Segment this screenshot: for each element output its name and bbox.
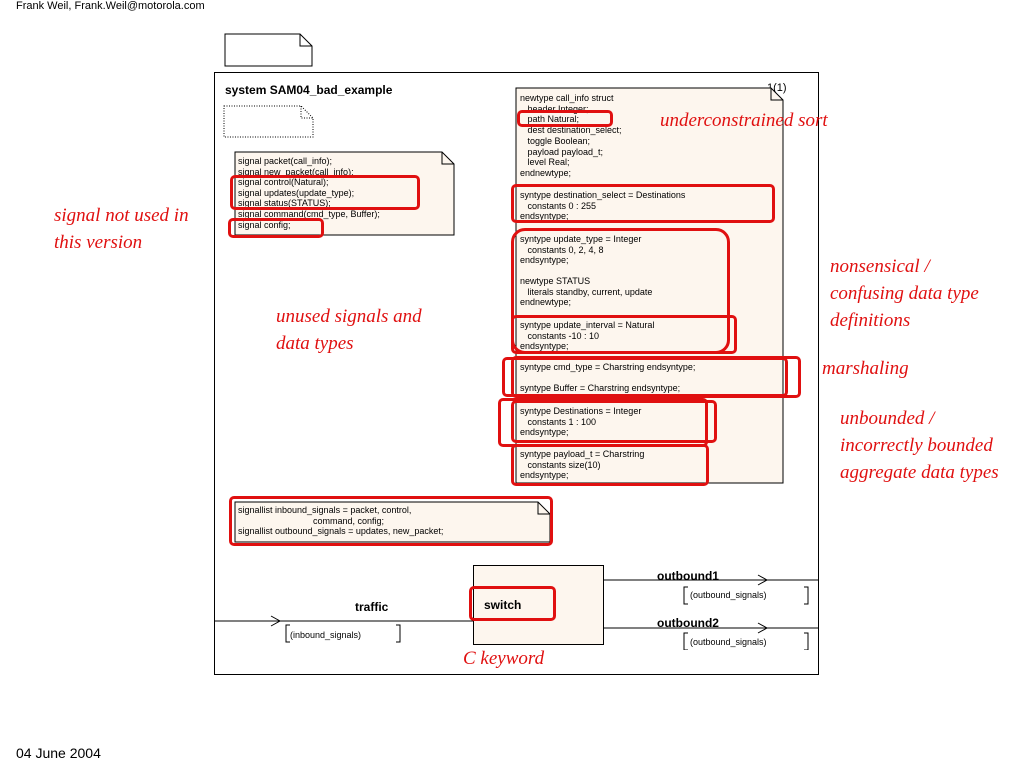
highlight-payload-t (511, 444, 709, 486)
note-icon (224, 33, 313, 67)
type-payload-t: syntype payload_t = Charstring constants… (520, 449, 645, 481)
highlight-config (228, 218, 324, 238)
outbound2-channel-label: outbound2 (657, 616, 719, 630)
dotted-note-icon (223, 105, 314, 138)
type-cmd-buffer: syntype cmd_type = Charstring endsyntype… (520, 362, 696, 394)
highlight-switch (469, 586, 556, 621)
traffic-channel-label: traffic (355, 600, 389, 614)
annotation-c-keyword: C keyword (463, 648, 545, 669)
author-line: Frank Weil, Frank.Weil@motorola.com (16, 0, 205, 12)
type-destination-select: syntype destination_select = Destination… (520, 190, 686, 222)
annotation-underconstrained: underconstrained sort (660, 110, 828, 131)
switch-block[interactable] (473, 565, 604, 645)
channel-lines (215, 574, 819, 650)
outbound2-signal-list: (outbound_signals) (690, 637, 767, 647)
switch-label: switch (484, 598, 522, 612)
type-status: newtype STATUS literals standby, current… (520, 276, 653, 308)
highlight-path (517, 110, 613, 127)
annotation-unused: unused signals and data types (276, 306, 422, 354)
type-update-type: syntype update_type = Integer constants … (520, 234, 642, 266)
type-update-interval: syntype update_interval = Natural consta… (520, 320, 655, 352)
annotation-unbounded: unbounded / incorrectly bounded aggregat… (840, 408, 999, 483)
date-footer: 04 June 2004 (16, 745, 101, 761)
annotation-nonsensical: nonsensical / confusing data type defini… (830, 256, 979, 331)
highlight-destination-select (511, 184, 775, 223)
system-title: system SAM04_bad_example (225, 83, 393, 97)
annotation-signal-not-used: signal not used in this version (54, 205, 189, 253)
type-destinations: syntype Destinations = Integer constants… (520, 406, 642, 438)
annotation-marshaling: marshaling (822, 358, 909, 379)
signallist-declarations: signallist inbound_signals = packet, con… (238, 505, 444, 537)
highlight-cmd-buffer-outer (511, 356, 801, 398)
highlight-signallist (229, 496, 553, 546)
highlight-control-updates (230, 175, 420, 210)
outbound1-channel-label: outbound1 (657, 569, 719, 583)
system-frame (214, 72, 819, 675)
outbound1-signal-list: (outbound_signals) (690, 590, 767, 600)
highlight-destinations-outer (511, 400, 717, 443)
traffic-signal-list: (inbound_signals) (290, 630, 362, 640)
highlight-update-interval (511, 315, 737, 354)
signal-declarations: signal packet(call_info); signal new_pac… (238, 156, 380, 230)
type-call-info: newtype call_info struct header Integer;… (520, 93, 622, 178)
signal-note-shape (234, 151, 455, 236)
